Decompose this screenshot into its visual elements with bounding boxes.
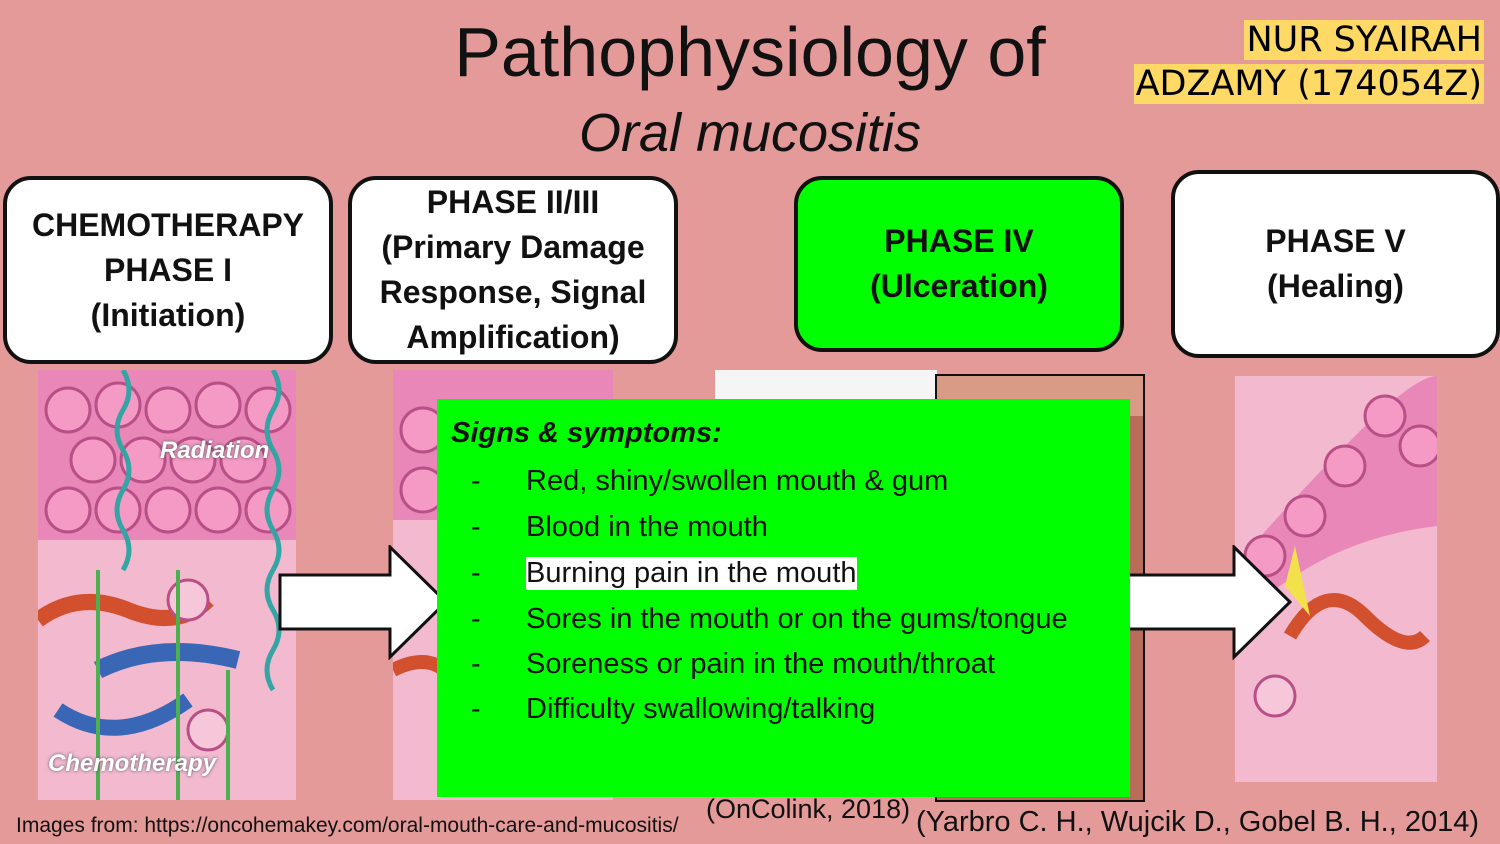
signs-heading: Signs & symptoms: [451,417,722,449]
radiation-label: Radiation [160,437,270,464]
arrow-phase4-to-5 [1122,545,1292,660]
author-name: NUR SYAIRAH [1244,20,1484,60]
slide-title: Pathophysiology of [454,13,1046,91]
phase-5-box: PHASE V (Healing) [1171,170,1500,358]
slide-subtitle: Oral mucositis [578,103,922,163]
oncolink-citation: (OnColink, 2018) [706,794,911,824]
yarbro-citation: (Yarbro C. H., Wujcik D., Gobel B. H., 2… [916,806,1479,838]
phase-1-box: CHEMOTHERAPY PHASE I (Initiation) [3,176,333,364]
signs-symptoms-panel: Signs & symptoms: -Red, shiny/swollen mo… [437,399,1130,797]
phase-1-tissue-image [38,370,296,800]
images-source-citation: Images from: https://oncohemakey.com/ora… [16,814,679,837]
phase-4-box: PHASE IV (Ulceration) [794,176,1124,352]
phase-2-3-box: PHASE II/III (Primary Damage Response, S… [348,176,678,364]
chemotherapy-label: Chemotherapy [48,750,217,777]
author-id: ADZAMY (174054Z) [1133,64,1484,104]
arrow-phase1-to-2 [278,545,448,660]
